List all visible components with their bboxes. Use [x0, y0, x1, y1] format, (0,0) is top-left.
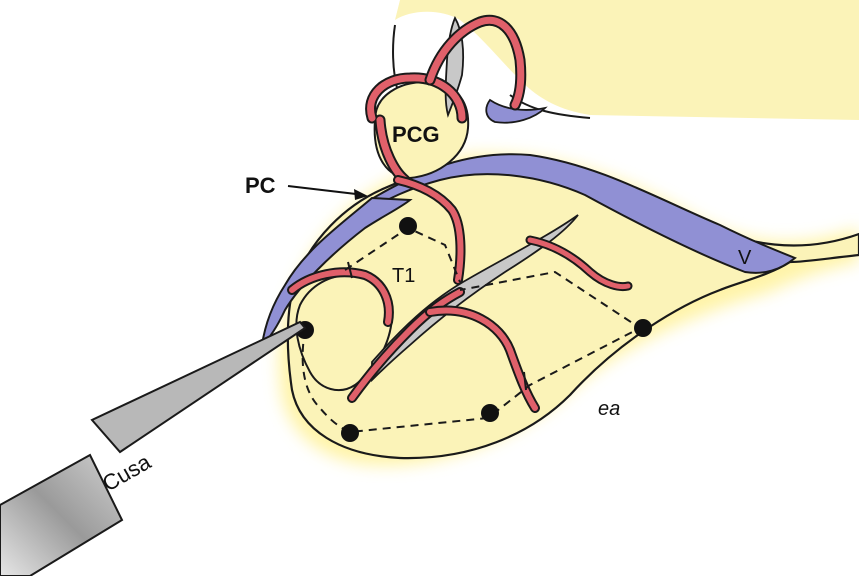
cusa-instrument [0, 322, 305, 576]
resection-point-icon [399, 217, 417, 235]
artist-signature: ea [598, 398, 620, 420]
pc-arrow [288, 186, 368, 200]
label-t1: T1 [392, 265, 415, 287]
label-pcg: PCG [392, 122, 440, 147]
resection-point-icon [481, 404, 499, 422]
resection-point-icon [341, 424, 359, 442]
resection-point-icon [634, 319, 652, 337]
label-pc: PC [245, 173, 276, 198]
label-v: V [738, 247, 752, 269]
cusa-tip [92, 322, 305, 452]
label-cusa: Cusa [98, 449, 156, 497]
arrow-right-icon [288, 186, 356, 194]
